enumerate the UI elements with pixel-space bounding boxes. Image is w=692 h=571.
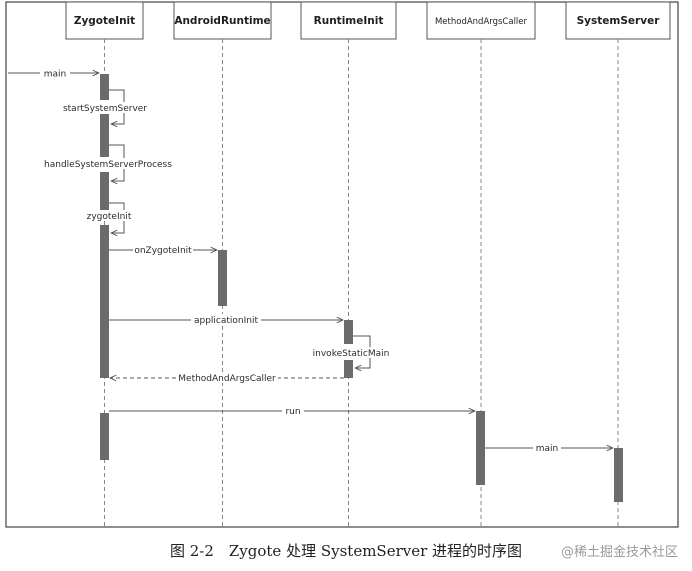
participant-label: AndroidRuntime <box>174 15 270 27</box>
message-method-and-args-caller-return: MethodAndArgsCaller <box>110 372 344 384</box>
message-label: invokeStaticMain <box>313 349 390 359</box>
participant-label: RuntimeInit <box>314 15 384 27</box>
message-label: run <box>285 407 300 417</box>
message-label: zygoteInit <box>87 212 132 222</box>
message-label: onZygoteInit <box>134 246 192 256</box>
activation-bar <box>476 411 485 485</box>
participant-label: SystemServer <box>577 15 661 27</box>
message-label: startSystemServer <box>63 104 147 114</box>
activation-bar <box>100 74 109 100</box>
message-label: main <box>536 444 559 454</box>
activation-bar <box>344 360 353 378</box>
activation-bar <box>218 250 227 306</box>
participant-label: MethodAndArgsCaller <box>435 17 528 27</box>
participant-rinit: RuntimeInit <box>300 1 397 40</box>
message-handle-system-server-process: handleSystemServerProcess <box>44 144 172 181</box>
message-on-zygote-init: onZygoteInit <box>109 244 217 256</box>
activation-bar <box>100 114 109 157</box>
watermark: @稀土掘金技术社区 <box>560 545 678 560</box>
participant-zygote: ZygoteInit <box>65 1 144 40</box>
message-main-entry: main <box>8 67 99 80</box>
participant-runtime: AndroidRuntime <box>173 1 272 40</box>
message-run: run <box>109 405 475 417</box>
message-label: main <box>44 70 67 80</box>
activation-bar <box>100 172 109 214</box>
activation-bar <box>100 225 109 378</box>
activation-bar <box>614 448 623 502</box>
activation-bar <box>100 413 109 460</box>
message-label: applicationInit <box>194 316 259 326</box>
participant-label: ZygoteInit <box>74 15 135 27</box>
participant-sys: SystemServer <box>565 1 671 40</box>
message-application-init: applicationInit <box>109 314 343 326</box>
activation-bar <box>344 320 353 344</box>
message-main-to-system-server: main <box>485 442 613 454</box>
message-start-system-server: startSystemServer <box>62 89 148 124</box>
figure-caption: 图 2-2 Zygote 处理 SystemServer 进程的时序图 <box>169 542 523 560</box>
message-label: MethodAndArgsCaller <box>178 374 276 384</box>
participant-mac: MethodAndArgsCaller <box>426 1 536 40</box>
message-zygote-init: zygoteInit <box>84 202 134 233</box>
message-label: handleSystemServerProcess <box>44 160 172 170</box>
message-invoke-static-main: invokeStaticMain <box>312 335 390 368</box>
